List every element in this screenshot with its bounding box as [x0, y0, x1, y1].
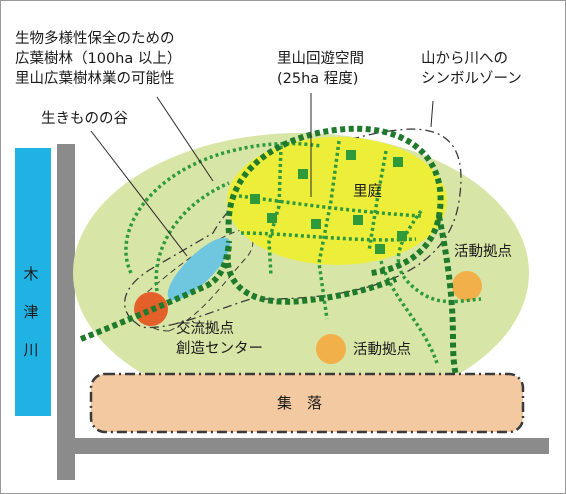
label-symbol-zone-1: 山から川への: [421, 51, 508, 67]
road-horizontal: [57, 438, 549, 454]
label-satoniwa: 里庭: [353, 184, 382, 200]
path-satoyama-v1: [267, 145, 283, 277]
satoniwa-plot: [393, 157, 403, 167]
label-activity-base-right: 活動拠点: [454, 244, 512, 260]
satoniwa-plot: [397, 231, 407, 241]
label-creature-valley: 生きものの谷: [41, 111, 128, 127]
satoniwa-plot: [311, 219, 321, 229]
activity-base-lower-marker: [316, 334, 346, 364]
path-valley-loop: [154, 181, 230, 292]
leader-lines: [90, 93, 434, 257]
village: [89, 372, 525, 434]
satoniwa-plot: [250, 194, 260, 204]
leader-valley: [90, 130, 188, 257]
label-river-char-1: 木: [23, 265, 39, 283]
exchange-center-marker: [134, 292, 168, 326]
label-exchange-center-2: 創造センター: [176, 341, 263, 357]
label-broadleaf-forest-2: 広葉樹林（100ha 以上）: [15, 51, 182, 67]
label-activity-base-lower: 活動拠点: [353, 342, 411, 358]
leader-symbol-zone: [430, 100, 434, 128]
path-satoyama-v2: [317, 140, 341, 320]
activity-base-right-marker: [452, 271, 482, 301]
label-river-char-2: 津: [23, 303, 39, 321]
path-forest-left: [124, 141, 322, 274]
satoniwa-plot: [346, 150, 356, 160]
main-paths: [79, 125, 460, 380]
label-satoyama-loop-1: 里山回遊空間: [277, 51, 364, 67]
leader-forest: [156, 96, 214, 182]
path-right-lower: [379, 260, 439, 364]
road-vertical: [57, 144, 75, 480]
path-satoyama-h2: [240, 231, 417, 242]
label-symbol-zone-2: シンボルゾーン: [421, 71, 522, 87]
creature-valley: [167, 237, 231, 301]
path-satoyama-v3: [367, 150, 388, 252]
satoniwa-plot: [267, 213, 277, 223]
river: [15, 148, 51, 416]
main-path-west: [79, 240, 232, 342]
satoniwa-plot: [353, 215, 363, 225]
label-broadleaf-forest-1: 生物多様性保全のための: [15, 31, 175, 47]
symbol-zone-outline: [123, 128, 462, 329]
label-river-char-3: 川: [23, 341, 39, 359]
satoniwa-plots: [250, 150, 407, 254]
label-village: 集 落: [277, 394, 323, 412]
label-satoyama-loop-2: (25ha 程度): [277, 71, 359, 87]
label-broadleaf-forest-3: 里山広葉樹林業の可能性: [15, 71, 175, 87]
satoyama-area: [227, 137, 447, 265]
main-path-east-descent: [436, 215, 460, 380]
satoniwa-plot: [298, 169, 308, 179]
main-path-south-loop: [224, 245, 398, 305]
satoniwa-plot: [375, 244, 385, 254]
main-path-satoyama-loop: [225, 125, 444, 276]
label-exchange-center-1: 交流拠点: [176, 321, 234, 337]
